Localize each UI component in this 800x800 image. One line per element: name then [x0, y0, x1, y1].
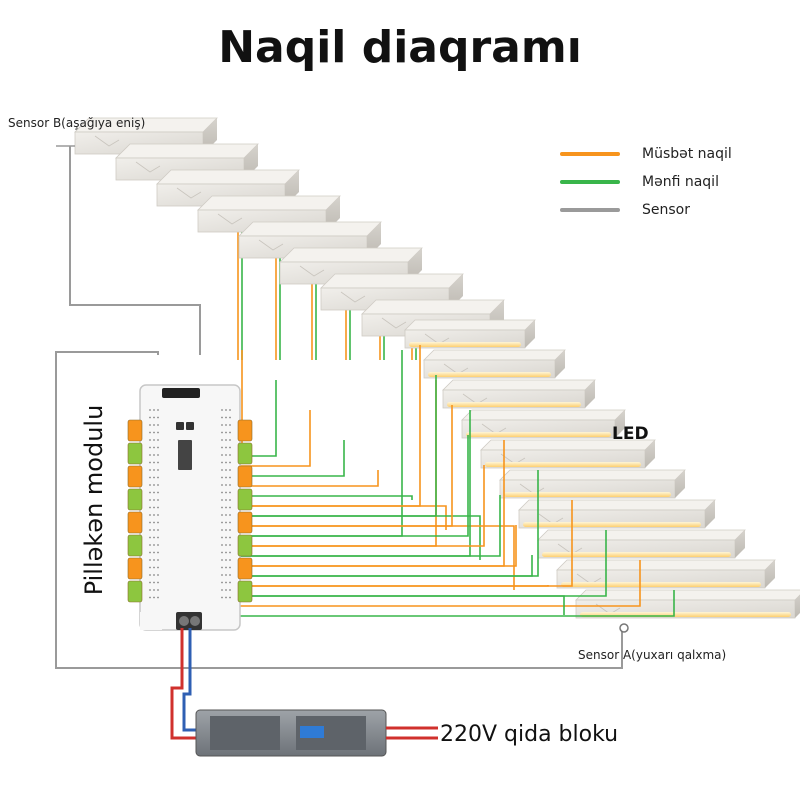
wire: [238, 350, 403, 537]
terminal-block: [237, 511, 253, 534]
wire: [238, 555, 533, 577]
wire: [238, 585, 549, 587]
wires-front-layer: [238, 345, 675, 617]
wire: [238, 495, 413, 500]
terminal-block: [127, 511, 143, 534]
terminal-block: [127, 465, 143, 488]
wire: [238, 560, 641, 607]
terminal-block: [127, 488, 143, 511]
stair-step: [461, 409, 626, 439]
module-label: Pilləkən modulu: [80, 404, 108, 596]
led-strip: [409, 342, 521, 347]
stair-step: [423, 349, 566, 379]
terminal-block: [237, 488, 253, 511]
terminal-block: [237, 580, 253, 603]
terminal-block: [237, 419, 253, 442]
led-strip: [428, 372, 551, 377]
wire: [238, 465, 485, 547]
wire: [238, 525, 517, 567]
led-strip: [485, 462, 641, 467]
wire: [238, 495, 501, 557]
sensor-b-label: Sensor B(aşağıya eniş): [8, 116, 146, 130]
led-strip: [466, 432, 611, 437]
led-strip: [523, 522, 701, 527]
legend-swatch: [560, 152, 620, 156]
stair-step: [518, 499, 716, 529]
terminal-block: [127, 580, 143, 603]
sensor-wiring: [55, 145, 629, 669]
led-strip: [504, 492, 671, 497]
stair-step: [575, 589, 800, 619]
legend-item-positive: Müsbət naqil: [560, 140, 732, 168]
terminal-block: [127, 419, 143, 442]
power-supply-unit: [170, 628, 438, 757]
legend-label: Mənfi naqil: [642, 174, 719, 190]
led-strip: [447, 402, 581, 407]
wire: [238, 375, 437, 517]
staircase: [74, 117, 800, 619]
legend-label: Müsbət naqil: [642, 146, 732, 162]
wire: [238, 410, 311, 467]
legend-item-sensor: Sensor: [560, 196, 732, 224]
led-strip: [561, 582, 761, 587]
terminal-block: [237, 465, 253, 488]
wire: [238, 470, 379, 487]
led-strip: [542, 552, 731, 557]
wire: [238, 435, 469, 537]
wire: [238, 440, 505, 567]
sensor-a-icon: [619, 623, 629, 633]
terminal-block: [127, 534, 143, 557]
legend-item-negative: Mənfi naqil: [560, 168, 732, 196]
terminal-block: [237, 557, 253, 580]
wire: [238, 590, 675, 617]
stair-step: [442, 379, 596, 409]
stair-controller-module: [127, 384, 253, 631]
terminal-block: [127, 557, 143, 580]
legend-label: Sensor: [642, 202, 690, 218]
power-supply-label: 220V qida bloku: [440, 722, 619, 747]
terminal-block: [237, 534, 253, 557]
wire: [238, 440, 345, 477]
terminal-block: [237, 442, 253, 465]
sensor-a-label: Sensor A(yuxarı qalxma): [578, 648, 727, 662]
wire: [238, 515, 481, 560]
wire: [238, 595, 565, 615]
led-label: LED: [612, 424, 649, 444]
stair-step: [480, 439, 656, 469]
stair-step: [499, 469, 686, 499]
wire: [238, 345, 421, 507]
wire: [238, 405, 453, 527]
stair-step: [537, 529, 746, 559]
stair-step: [556, 559, 776, 589]
wire: [238, 380, 437, 547]
terminal-block: [127, 442, 143, 465]
legend: Müsbət naqil Mənfi naqil Sensor: [560, 140, 732, 224]
legend-swatch: [560, 180, 620, 184]
stair-step: [404, 319, 536, 349]
page-title: Naqil diaqramı: [218, 22, 582, 73]
legend-swatch: [560, 208, 620, 212]
